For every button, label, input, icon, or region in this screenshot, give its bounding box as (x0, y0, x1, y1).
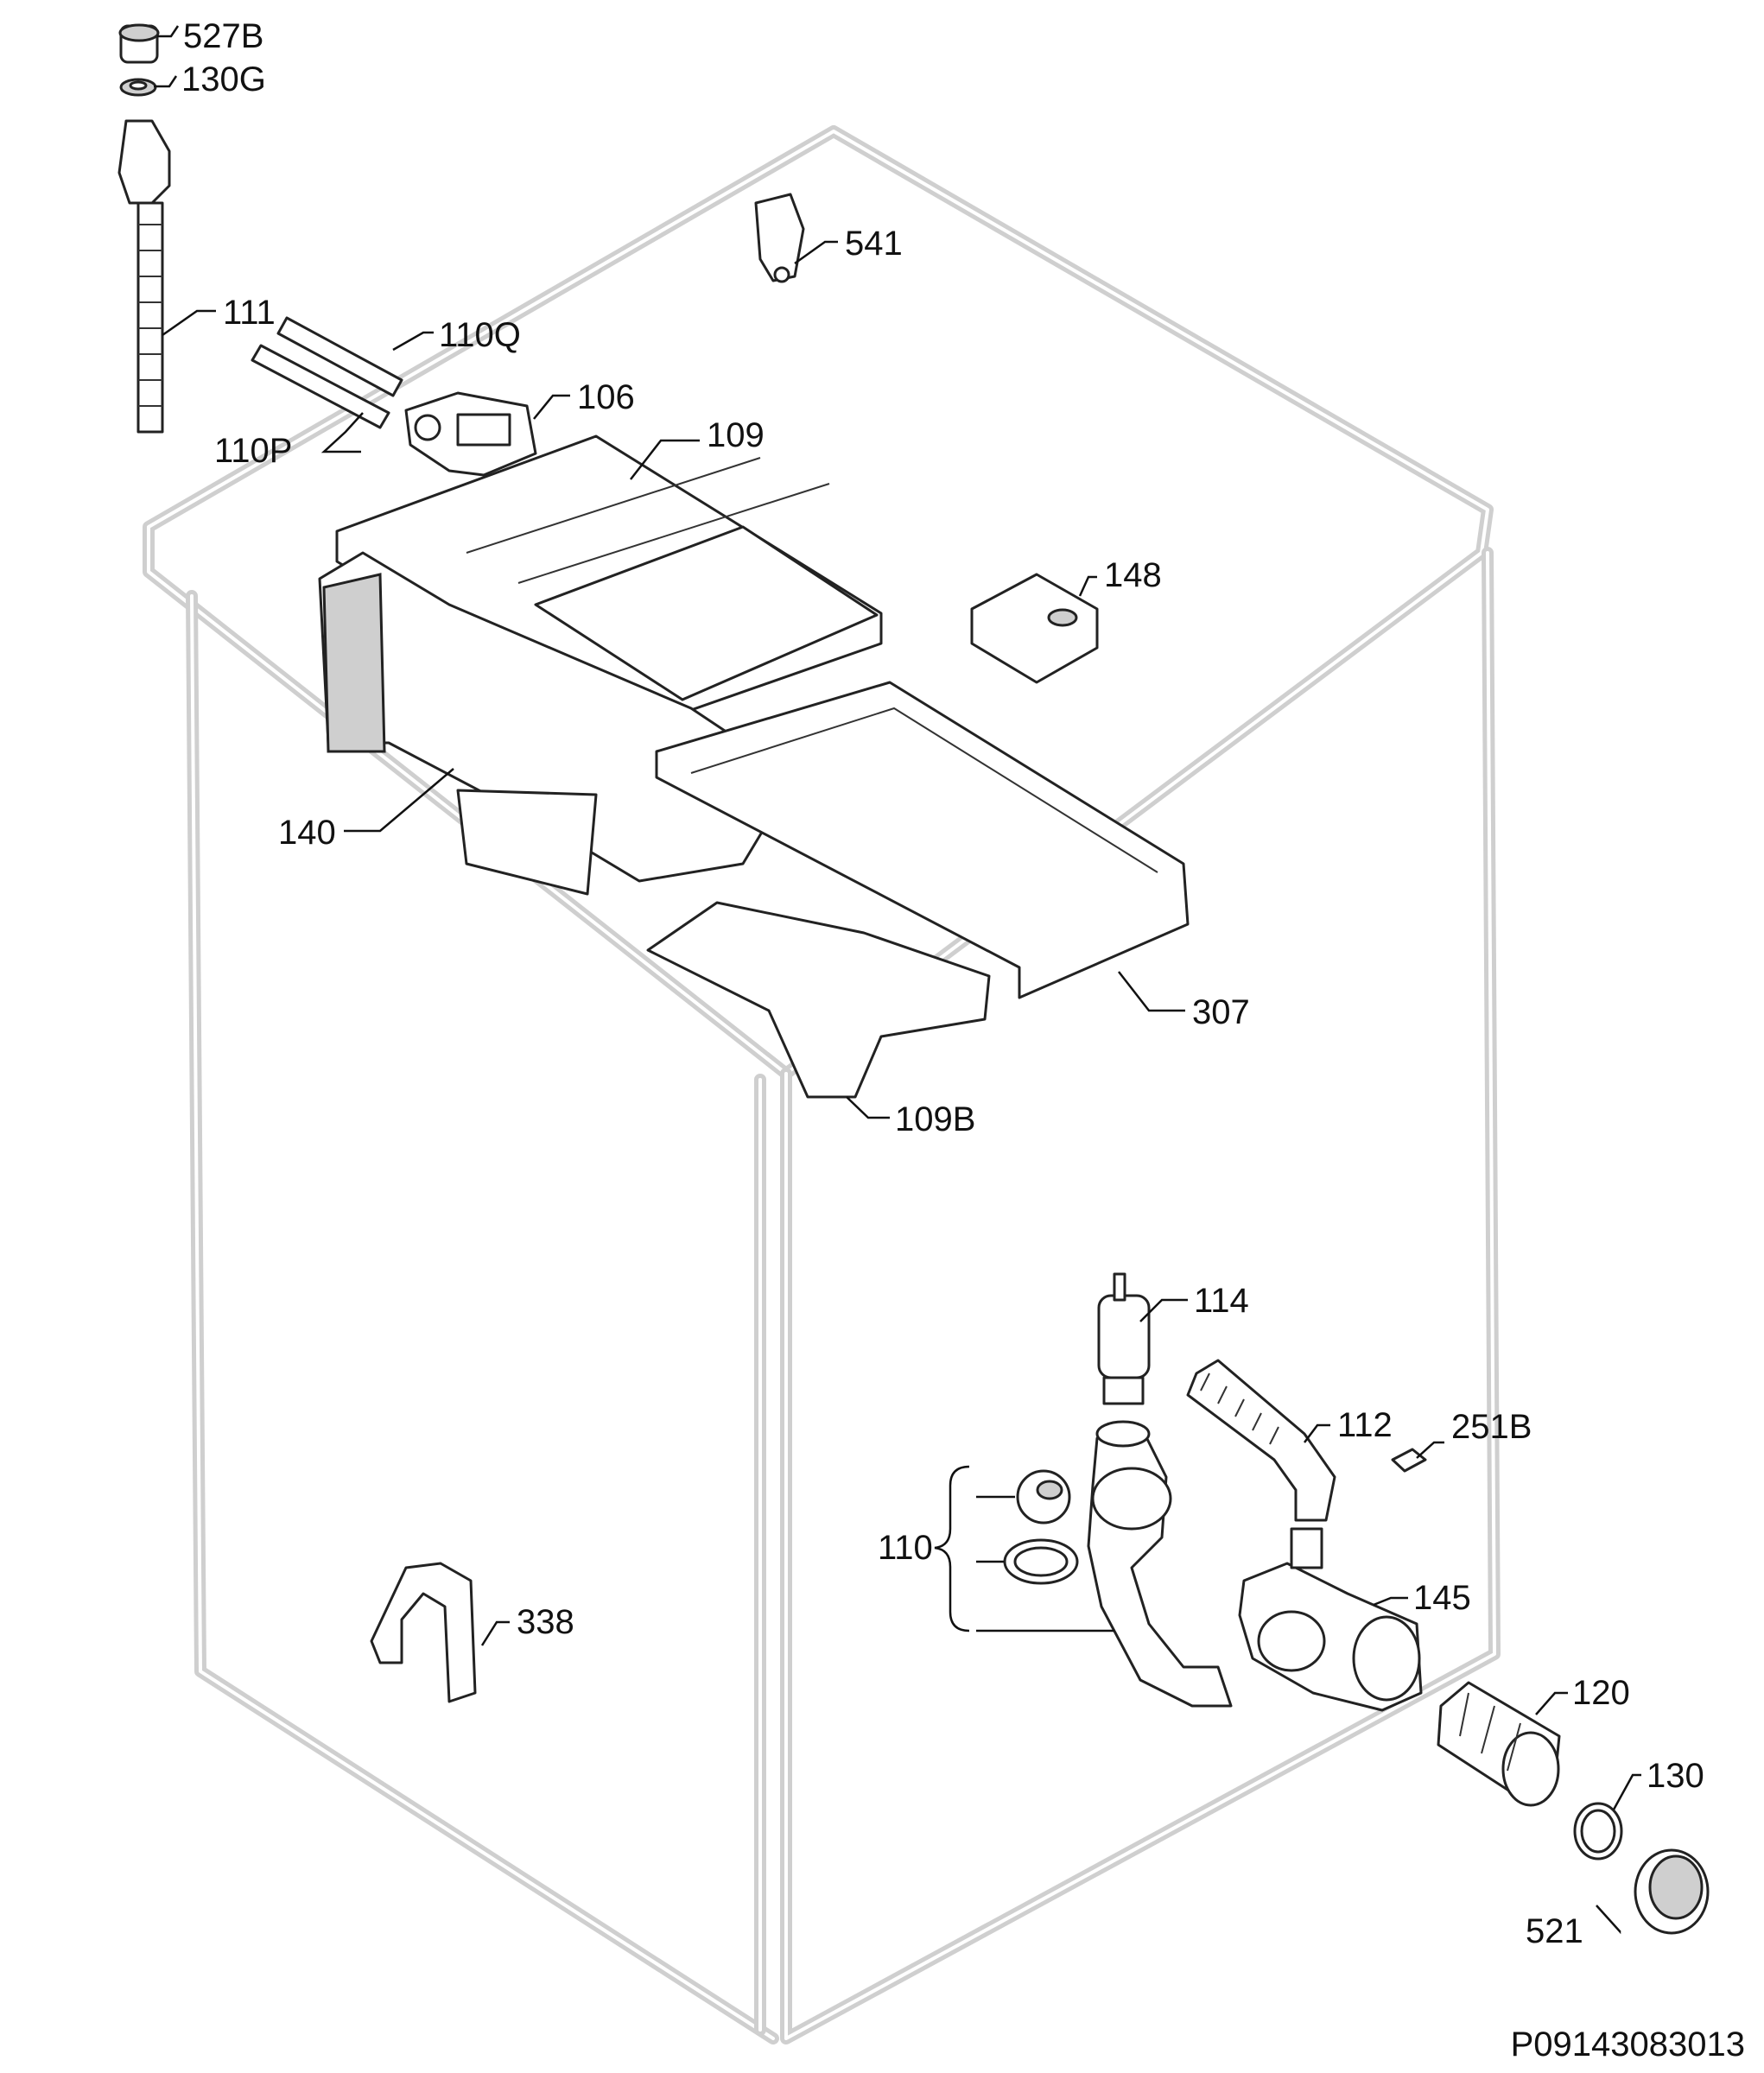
label-109b: 109B (895, 1100, 976, 1138)
label-114: 114 (1194, 1282, 1249, 1320)
label-106: 106 (577, 378, 635, 416)
part-338-hose-guide-icon (370, 1562, 477, 1703)
part-130g-washer-icon (119, 78, 157, 97)
part-541-clip-icon (754, 193, 805, 283)
bracket-110-icon (934, 1465, 970, 1632)
part-251b-icon (1391, 1448, 1427, 1473)
part-130-seal-icon (1573, 1802, 1623, 1861)
label-307: 307 (1192, 993, 1250, 1031)
label-541: 541 (845, 225, 903, 263)
label-120: 120 (1572, 1674, 1630, 1712)
part-110p-tube-icon (251, 344, 390, 429)
part-110-sump-hose-icon (1087, 1420, 1233, 1708)
label-140: 140 (278, 814, 336, 852)
part-521-cap-icon (1634, 1848, 1710, 1935)
part-110q-tube-icon (276, 316, 403, 397)
part-527b-nut-icon (118, 23, 160, 64)
label-527b: 527B (183, 17, 264, 55)
label-110: 110 (878, 1529, 933, 1567)
label-251b: 251B (1451, 1408, 1532, 1446)
label-130g: 130G (181, 60, 266, 98)
part-109b-channel-icon (646, 901, 991, 1099)
label-110q: 110Q (439, 316, 521, 354)
part-110-ring-icon (1003, 1538, 1079, 1585)
part-114-chamber-icon (1097, 1272, 1151, 1405)
part-307-rail-icon (655, 681, 1190, 999)
part-111-inlet-hose-icon (117, 119, 171, 434)
label-130: 130 (1647, 1757, 1704, 1795)
document-code: P09143083013 (1510, 2025, 1745, 2063)
label-148: 148 (1104, 556, 1162, 594)
label-521: 521 (1526, 1912, 1583, 1950)
leader-lines (154, 25, 1641, 1935)
label-109: 109 (707, 416, 765, 454)
part-109-dispenser-housing-icon (335, 434, 883, 736)
label-111: 111 (223, 294, 276, 332)
part-106-valve-icon (404, 391, 537, 477)
part-148-icon (970, 573, 1099, 684)
label-110p: 110P (214, 432, 293, 470)
part-120-filter-icon (1437, 1681, 1561, 1807)
part-112-hose-icon (1186, 1359, 1336, 1522)
label-145: 145 (1413, 1579, 1471, 1617)
label-338: 338 (517, 1603, 574, 1641)
part-140-drawer-body-icon (318, 551, 796, 896)
part-110-ball-icon (1016, 1469, 1071, 1525)
cabinet-outline (143, 125, 1501, 2044)
part-145-pump-icon (1238, 1527, 1423, 1712)
label-112: 112 (1337, 1406, 1393, 1444)
